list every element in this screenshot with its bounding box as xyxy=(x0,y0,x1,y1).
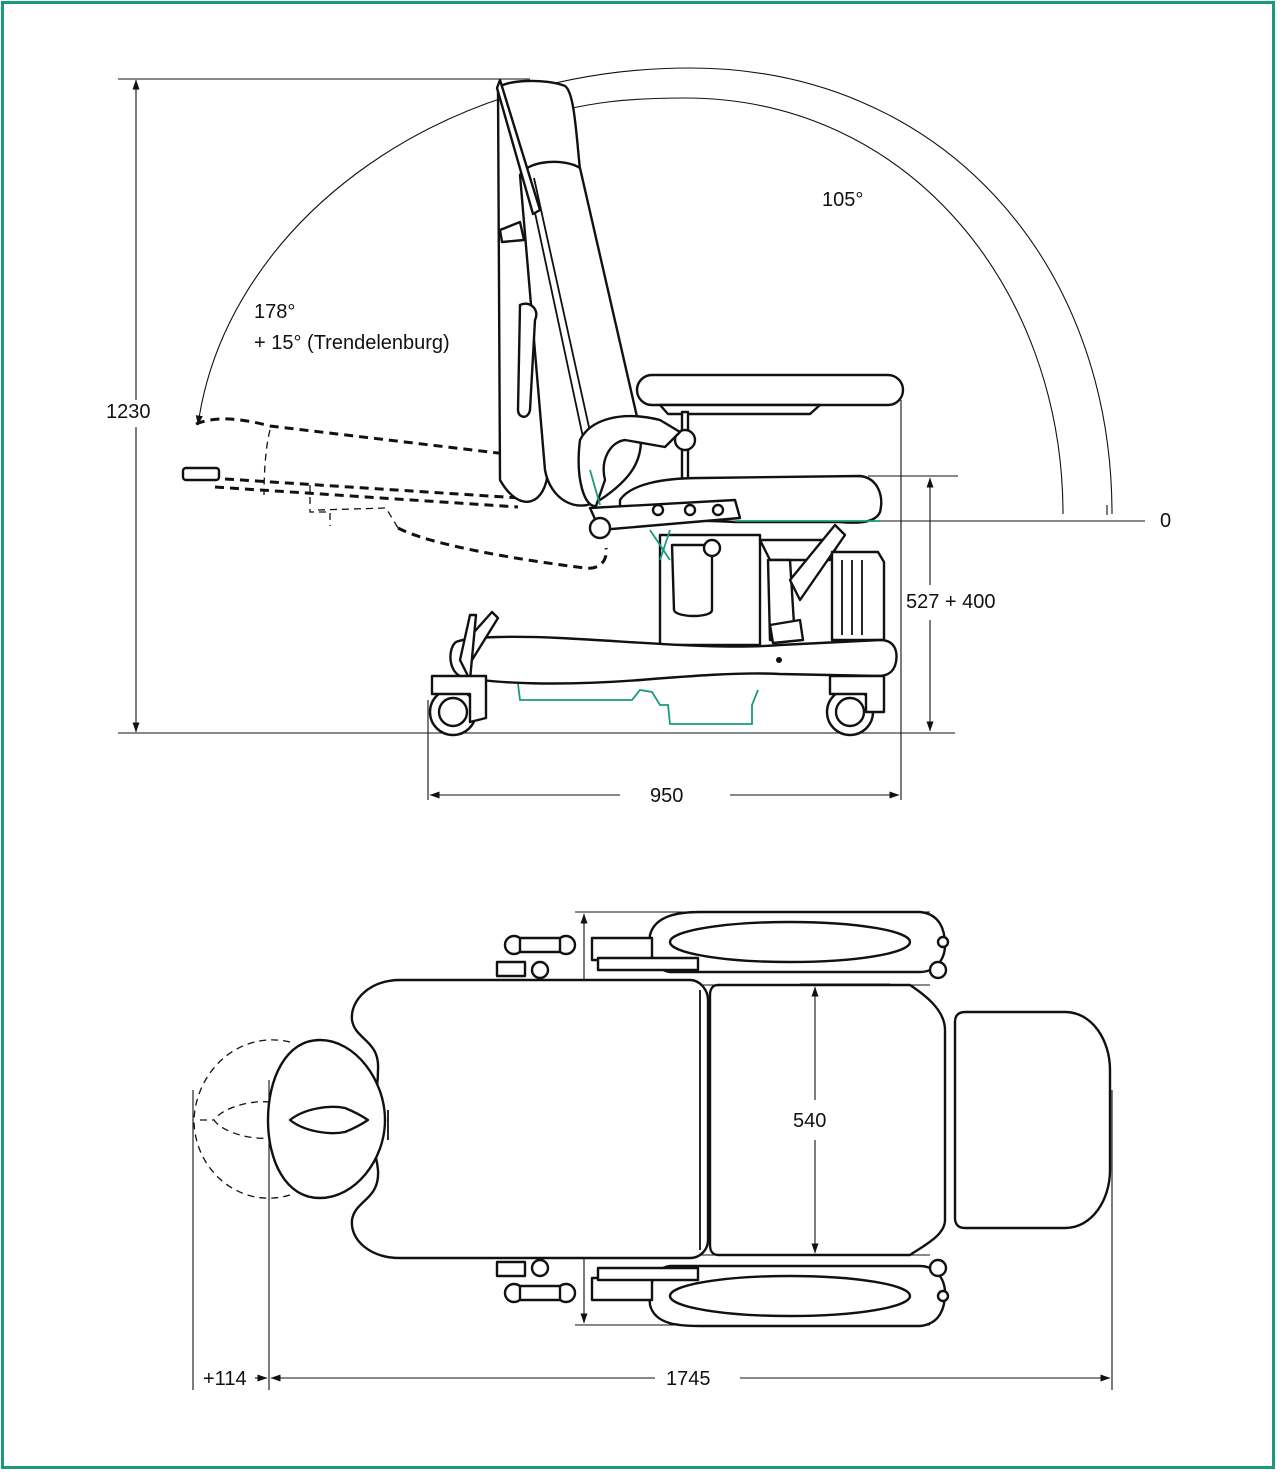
head-extension-label: +114 xyxy=(203,1368,247,1390)
seat-width-dimension: 540 xyxy=(793,986,826,1254)
backrest-angle-label: 105° xyxy=(822,189,863,211)
length-dimension: 950 xyxy=(429,785,900,807)
total-length-label: 1745 xyxy=(666,1368,711,1390)
seat xyxy=(588,469,883,540)
headrest-top xyxy=(266,1038,387,1200)
backrest-top xyxy=(350,978,710,1260)
footrest-top xyxy=(953,1010,1112,1230)
recline-angle-label: 178° xyxy=(254,301,295,323)
armrest-top xyxy=(495,910,950,980)
side-view: 1230 178° + 15° (Trendelenburg) 105° 0 5… xyxy=(106,67,1171,807)
seat-top xyxy=(700,983,947,1257)
reclined-position-outline xyxy=(181,417,608,570)
base-frame xyxy=(428,610,898,737)
side-reference-lines xyxy=(118,78,1145,800)
trendelenburg-label: + 15° (Trendelenburg) xyxy=(254,332,450,354)
length-dimension-top: +114 1745 xyxy=(203,1368,1111,1390)
height-dimension: 1230 xyxy=(106,79,151,733)
seat-width-label: 540 xyxy=(793,1110,826,1132)
recline-arc xyxy=(195,67,1113,515)
head-extension-outline xyxy=(193,1039,291,1199)
armrest xyxy=(577,373,905,514)
length-label: 950 xyxy=(650,785,683,807)
armrest-bottom xyxy=(495,1258,950,1328)
seat-height-label: 527 + 400 xyxy=(906,591,996,613)
total-height-label: 1230 xyxy=(106,401,151,423)
top-view: 810 +114 1745 xyxy=(192,910,1113,1390)
seat-height-dimension: 527 + 400 xyxy=(906,477,996,732)
lift-mechanism xyxy=(649,523,886,647)
zero-reference-label: 0 xyxy=(1160,510,1171,532)
